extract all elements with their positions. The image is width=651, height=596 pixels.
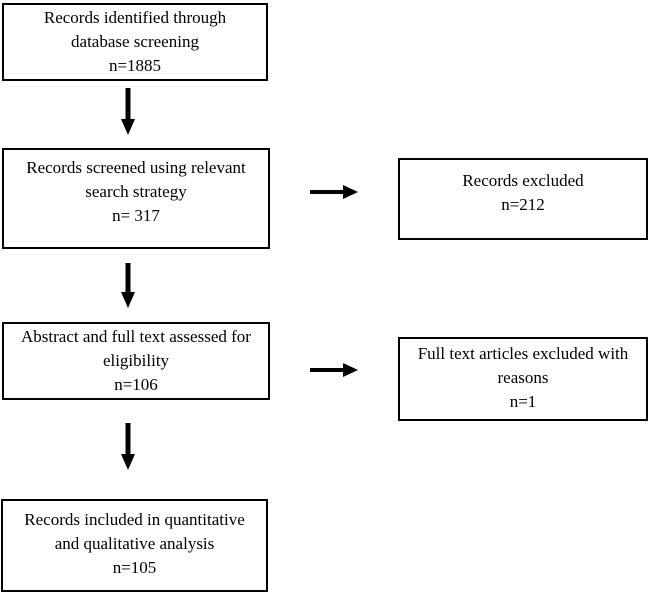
- down-arrow-icon: [121, 88, 135, 135]
- box-text-line: Records identified through: [43, 8, 227, 27]
- box-text-line: Records included in quantitative: [24, 510, 245, 529]
- box-text-line: Records screened using relevant: [26, 158, 246, 177]
- box-count-line: n=1: [509, 392, 537, 411]
- right-arrow-icon: [310, 185, 358, 199]
- box-records-excluded: Records excluded n=212: [398, 158, 648, 240]
- box-count-line: n= 317: [112, 206, 160, 225]
- box-count-line: n=212: [501, 195, 545, 214]
- box-text-line: eligibility: [102, 351, 170, 370]
- down-arrow-icon: [121, 423, 135, 470]
- box-text-line: database screening: [71, 32, 199, 51]
- box-records-screened: Records screened using relevant search s…: [2, 148, 270, 249]
- box-text-line: Records excluded: [462, 171, 584, 190]
- box-count-line: n=106: [114, 375, 158, 394]
- box-text-line: Abstract and full text assessed for: [21, 327, 251, 346]
- down-arrow-icon: [121, 263, 135, 308]
- box-text-line: Full text articles excluded with: [417, 344, 629, 363]
- box-count-line: n=1885: [108, 56, 162, 75]
- box-fulltext-excluded: Full text articles excluded with reasons…: [398, 337, 648, 421]
- box-text-line: and qualitative analysis: [54, 534, 215, 553]
- box-records-included: Records included in quantitative and qua…: [1, 499, 268, 592]
- box-text-line: search strategy: [85, 182, 187, 201]
- box-records-identified: Records identified through database scre…: [2, 3, 268, 81]
- box-fulltext-assessed: Abstract and full text assessed for elig…: [2, 322, 270, 400]
- box-text-line: reasons: [497, 368, 549, 387]
- box-count-line: n=105: [112, 558, 157, 577]
- right-arrow-icon: [310, 363, 358, 377]
